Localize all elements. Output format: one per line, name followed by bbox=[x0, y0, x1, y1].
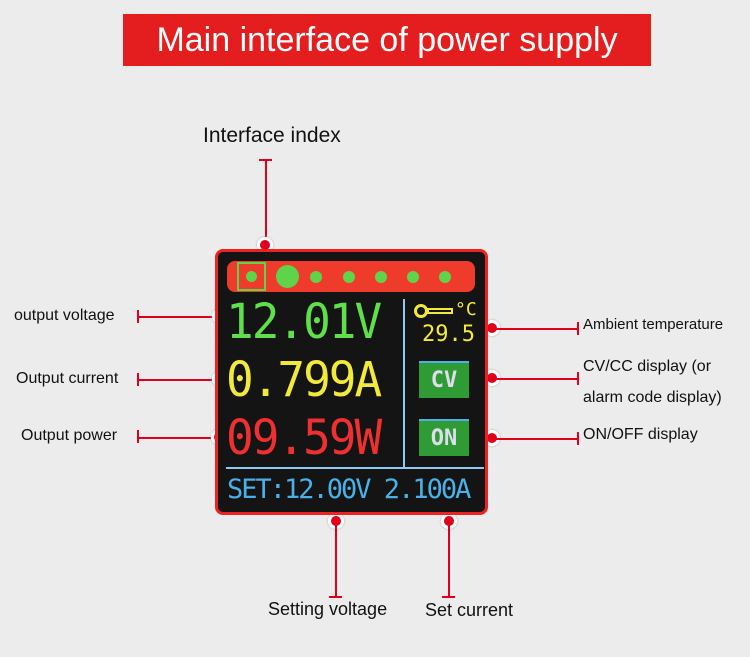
cvcc-badge: CV bbox=[419, 361, 469, 398]
page-dot bbox=[310, 271, 322, 283]
set-readout: SET:12.00V 2.100A bbox=[227, 474, 471, 505]
label-setting-voltage: Setting voltage bbox=[268, 599, 388, 619]
label-interface-index: Interface index bbox=[203, 124, 341, 147]
label-onoff: ON/OFF display bbox=[583, 426, 698, 443]
brightness-icon bbox=[237, 262, 266, 291]
power-readout: 09.59W bbox=[226, 408, 382, 466]
voltage-readout: 12.01V bbox=[226, 292, 382, 350]
label-output-voltage: output voltage bbox=[14, 307, 115, 324]
onoff-badge: ON bbox=[419, 419, 469, 456]
page-dot bbox=[439, 271, 451, 283]
label-cvcc-line2: alarm code display) bbox=[583, 389, 722, 406]
temperature-readout: 29.5 bbox=[422, 322, 475, 347]
label-cvcc-line1: CV/CC display (or bbox=[583, 358, 712, 375]
label-set-current: Set current bbox=[425, 600, 514, 620]
temp-unit: °C bbox=[455, 299, 477, 320]
lcd-screen: 12.01V 0.799A 09.59W °C 29.5 CV ON SET:1… bbox=[215, 249, 488, 515]
page-dot bbox=[407, 271, 419, 283]
label-ambient-temperature: Ambient temperature bbox=[583, 316, 724, 333]
label-output-power: Output power bbox=[21, 427, 118, 444]
thermometer-icon bbox=[414, 304, 458, 318]
current-readout: 0.799A bbox=[226, 350, 382, 408]
page-dot bbox=[375, 271, 387, 283]
page-dot-active bbox=[276, 265, 299, 288]
interface-index-bar bbox=[227, 261, 475, 292]
page-dot bbox=[343, 271, 355, 283]
label-output-current: Output current bbox=[16, 370, 119, 387]
title-banner: Main interface of power supply bbox=[123, 14, 651, 66]
